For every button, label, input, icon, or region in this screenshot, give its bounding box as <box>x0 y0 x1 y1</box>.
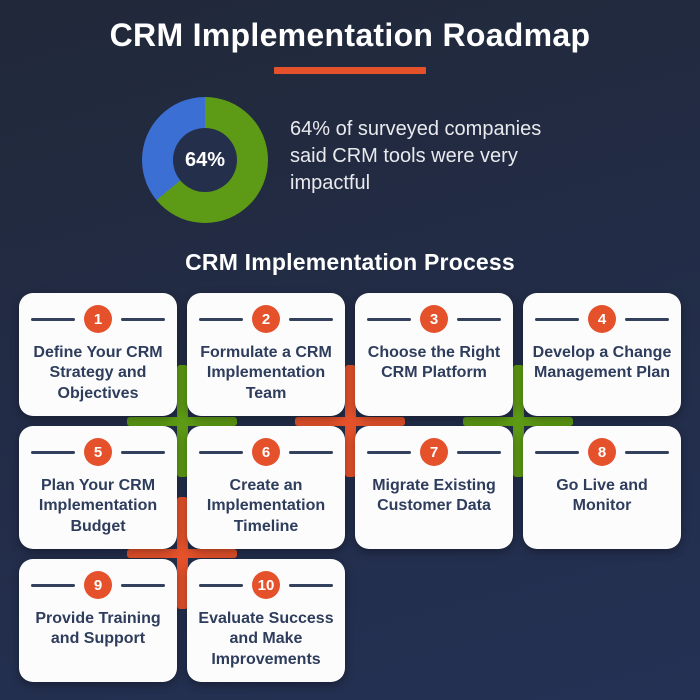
header-line-right <box>289 450 333 454</box>
connector-horizontal-bar <box>127 548 237 558</box>
step-card: 1 Define Your CRM Strategy and Objective… <box>19 293 177 416</box>
step-card: 5 Plan Your CRM Implementation Budget <box>19 426 177 549</box>
process-grid: 1 Define Your CRM Strategy and Objective… <box>19 293 681 682</box>
step-title: Choose the Right CRM Platform <box>367 344 501 382</box>
step-title: Evaluate Success and Make Improvements <box>198 610 334 668</box>
step-card: 8 Go Live and Monitor <box>523 426 681 549</box>
step-card: 7 Migrate Existing Customer Data <box>355 426 513 549</box>
header-line-right <box>121 317 165 321</box>
step-card-header: 7 <box>363 438 505 466</box>
header-line-right <box>625 317 669 321</box>
step-number-badge: 3 <box>420 305 448 333</box>
header-line-right <box>457 450 501 454</box>
step-number-badge: 8 <box>588 438 616 466</box>
stat-description: 64% of surveyed companies said CRM tools… <box>290 118 542 195</box>
header-line-left <box>199 583 243 587</box>
step-number-badge: 4 <box>588 305 616 333</box>
header-line-left <box>367 450 411 454</box>
step-number-badge: 6 <box>252 438 280 466</box>
step-title: Plan Your CRM Implementation Budget <box>38 477 158 535</box>
step-card-header: 4 <box>531 305 673 333</box>
header-line-left <box>31 317 75 321</box>
step-card-header: 6 <box>195 438 337 466</box>
header-line-left <box>199 450 243 454</box>
step-card: 9 Provide Training and Support <box>19 559 177 682</box>
step-title: Go Live and Monitor <box>556 477 648 515</box>
step-title: Define Your CRM Strategy and Objectives <box>33 344 163 402</box>
step-card-header: 1 <box>27 305 169 333</box>
header-line-left <box>31 450 75 454</box>
step-card: 4 Develop a Change Management Plan <box>523 293 681 416</box>
header-line-left <box>367 317 411 321</box>
step-title: Migrate Existing Customer Data <box>372 477 496 515</box>
header-line-right <box>121 450 165 454</box>
step-card: 3 Choose the Right CRM Platform <box>355 293 513 416</box>
connector-horizontal-bar <box>295 416 405 426</box>
page-title: CRM Implementation Roadmap <box>109 17 591 53</box>
step-card-header: 9 <box>27 571 169 599</box>
step-card-header: 8 <box>531 438 673 466</box>
step-card: 2 Formulate a CRM Implementation Team <box>187 293 345 416</box>
header-line-right <box>289 317 333 321</box>
step-number-badge: 10 <box>252 571 280 599</box>
step-card-header: 10 <box>195 571 337 599</box>
header-line-left <box>31 583 75 587</box>
step-title: Create an Implementation Timeline <box>206 477 326 535</box>
title-underline <box>274 67 426 74</box>
connector-horizontal-bar <box>463 416 573 426</box>
step-number-badge: 2 <box>252 305 280 333</box>
header-line-left <box>535 317 579 321</box>
donut-percent-label: 64% <box>184 148 226 171</box>
connector-horizontal-bar <box>127 416 237 426</box>
donut-chart: 64% <box>142 97 268 223</box>
process-heading: CRM Implementation Process <box>185 249 515 275</box>
header-line-right <box>625 450 669 454</box>
header-line-right <box>289 583 333 587</box>
header-line-right <box>457 317 501 321</box>
step-title: Provide Training and Support <box>35 610 161 648</box>
step-card: 6 Create an Implementation Timeline <box>187 426 345 549</box>
step-title: Develop a Change Management Plan <box>532 344 672 382</box>
step-number-badge: 5 <box>84 438 112 466</box>
step-card-header: 3 <box>363 305 505 333</box>
header-line-left <box>535 450 579 454</box>
step-number-badge: 1 <box>84 305 112 333</box>
step-card: 10 Evaluate Success and Make Improvement… <box>187 559 345 682</box>
header-line-left <box>199 317 243 321</box>
step-number-badge: 7 <box>420 438 448 466</box>
donut-hole: 64% <box>173 128 237 192</box>
step-card-header: 5 <box>27 438 169 466</box>
step-title: Formulate a CRM Implementation Team <box>200 344 332 402</box>
step-card-header: 2 <box>195 305 337 333</box>
header-line-right <box>121 583 165 587</box>
step-number-badge: 9 <box>84 571 112 599</box>
